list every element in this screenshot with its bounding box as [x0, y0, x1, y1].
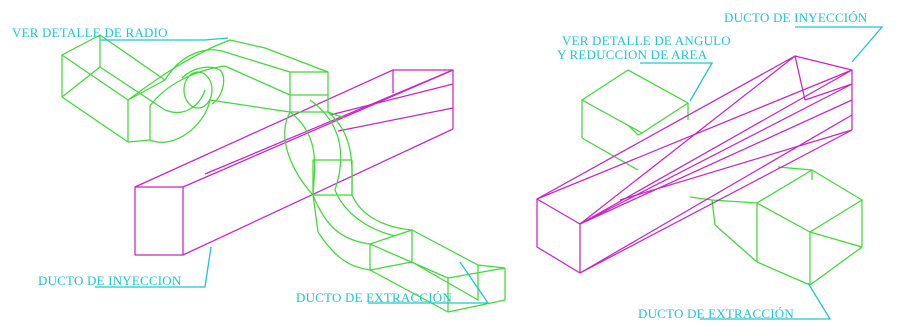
- right-extract-duct: [581, 69, 863, 286]
- right-figure: DUCTO DE INYECCIÓN VER DETALLE DE ANGULO…: [536, 10, 884, 321]
- radius-note-leader: [100, 37, 229, 41]
- left-supply-duct: [134, 69, 454, 256]
- angle-note-line1: VER DETALLE DE ANGULO: [562, 33, 731, 48]
- right-extract-leader: [700, 282, 832, 320]
- angle-note-line2: Y REDUCCION DE AREA: [557, 47, 708, 62]
- radius-note-label: VER DETALLE DE RADIO: [12, 25, 168, 40]
- left-supply-label: DUCTO DE INYECCION: [38, 273, 182, 288]
- left-supply-leader: [95, 246, 212, 288]
- left-extract-duct: [61, 34, 506, 313]
- left-extract-leader: [368, 261, 490, 304]
- right-extract-label: DUCTO DE EXTRACCIÓN: [638, 306, 794, 321]
- right-supply-leader: [795, 26, 884, 63]
- angle-note-leader: [640, 62, 714, 102]
- left-extract-label: DUCTO DE EXTRACCIÓN: [296, 290, 452, 305]
- right-annotations: DUCTO DE INYECCIÓN VER DETALLE DE ANGULO…: [557, 10, 884, 321]
- left-annotations: VER DETALLE DE RADIO DUCTO DE INYECCION …: [12, 25, 490, 305]
- right-supply-label: DUCTO DE INYECCIÓN: [724, 10, 868, 25]
- right-supply-duct: [536, 55, 853, 274]
- left-figure: VER DETALLE DE RADIO DUCTO DE INYECCION …: [12, 25, 506, 313]
